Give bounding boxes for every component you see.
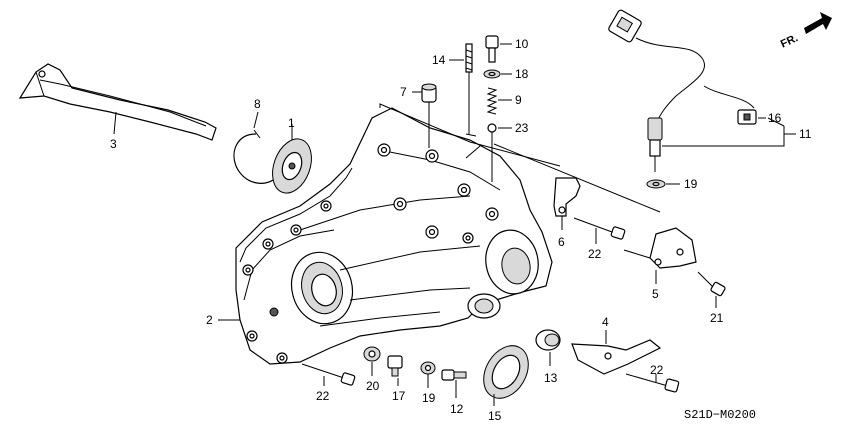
part-22-bolt-lower [301, 363, 356, 386]
callout-19-sensor: 19 [684, 177, 698, 191]
callout-4: 4 [602, 315, 609, 329]
callout-1: 1 [288, 116, 295, 130]
transmission-case [235, 107, 553, 365]
callout-3: 3 [110, 137, 117, 151]
callout-11: 11 [799, 127, 812, 141]
callout-22-right: 22 [650, 363, 664, 377]
callout-20: 20 [366, 379, 380, 393]
callout-21: 21 [710, 311, 724, 325]
callout-22-lower: 22 [316, 389, 330, 403]
part-6-bracket [553, 177, 581, 230]
callout-12: 12 [450, 402, 464, 416]
part-15-seal [483, 345, 529, 406]
part-12-bolt [441, 369, 467, 398]
part-9-spring [486, 87, 512, 115]
part-13-plug [535, 329, 561, 366]
part-16-clip [737, 109, 785, 127]
callout-10: 10 [515, 37, 529, 51]
callout-5: 5 [652, 287, 659, 301]
part-11-sensor-harness [608, 9, 796, 172]
front-direction-arrow [804, 12, 832, 34]
part-18-washer [483, 69, 512, 79]
part-8-snap-ring [233, 111, 277, 184]
callout-13: 13 [544, 371, 558, 385]
part-10-bolt [485, 35, 512, 63]
part-14-stud [449, 43, 473, 134]
diagram-code: S21D−M0200 [684, 408, 756, 422]
callout-19-lower: 19 [422, 391, 436, 405]
callout-16: 16 [768, 111, 782, 125]
callout-9: 9 [515, 93, 522, 107]
part-4-bracket [571, 330, 662, 375]
callout-8: 8 [254, 97, 261, 111]
leader-lines-top [379, 103, 661, 213]
callout-17: 17 [392, 389, 406, 403]
part-3-cover-strip [18, 63, 217, 141]
part-5-bracket [623, 227, 697, 284]
part-1-plate [272, 124, 312, 194]
callout-18: 18 [515, 67, 529, 81]
part-22-bolt-upper [573, 217, 626, 244]
part-19-washer-lower [420, 361, 436, 388]
part-19-washer-sensor [646, 179, 680, 189]
part-23-ball [487, 123, 512, 182]
callout-15: 15 [488, 409, 502, 423]
part-7-cap [412, 83, 437, 148]
callout-22-upper: 22 [588, 247, 602, 261]
part-22-bolt-right [625, 373, 680, 393]
callout-labels: 1 2 3 4 5 6 7 8 9 10 11 12 13 14 15 16 1… [110, 32, 812, 423]
callout-14: 14 [432, 53, 446, 67]
callout-23: 23 [515, 121, 529, 135]
part-21-bolt [697, 271, 726, 308]
front-direction-label: FR. [779, 32, 800, 50]
part-17-plug [387, 355, 403, 386]
callout-7: 7 [400, 85, 407, 99]
callout-2: 2 [206, 313, 213, 327]
callout-6: 6 [558, 235, 565, 249]
part-20-washer [363, 346, 381, 376]
